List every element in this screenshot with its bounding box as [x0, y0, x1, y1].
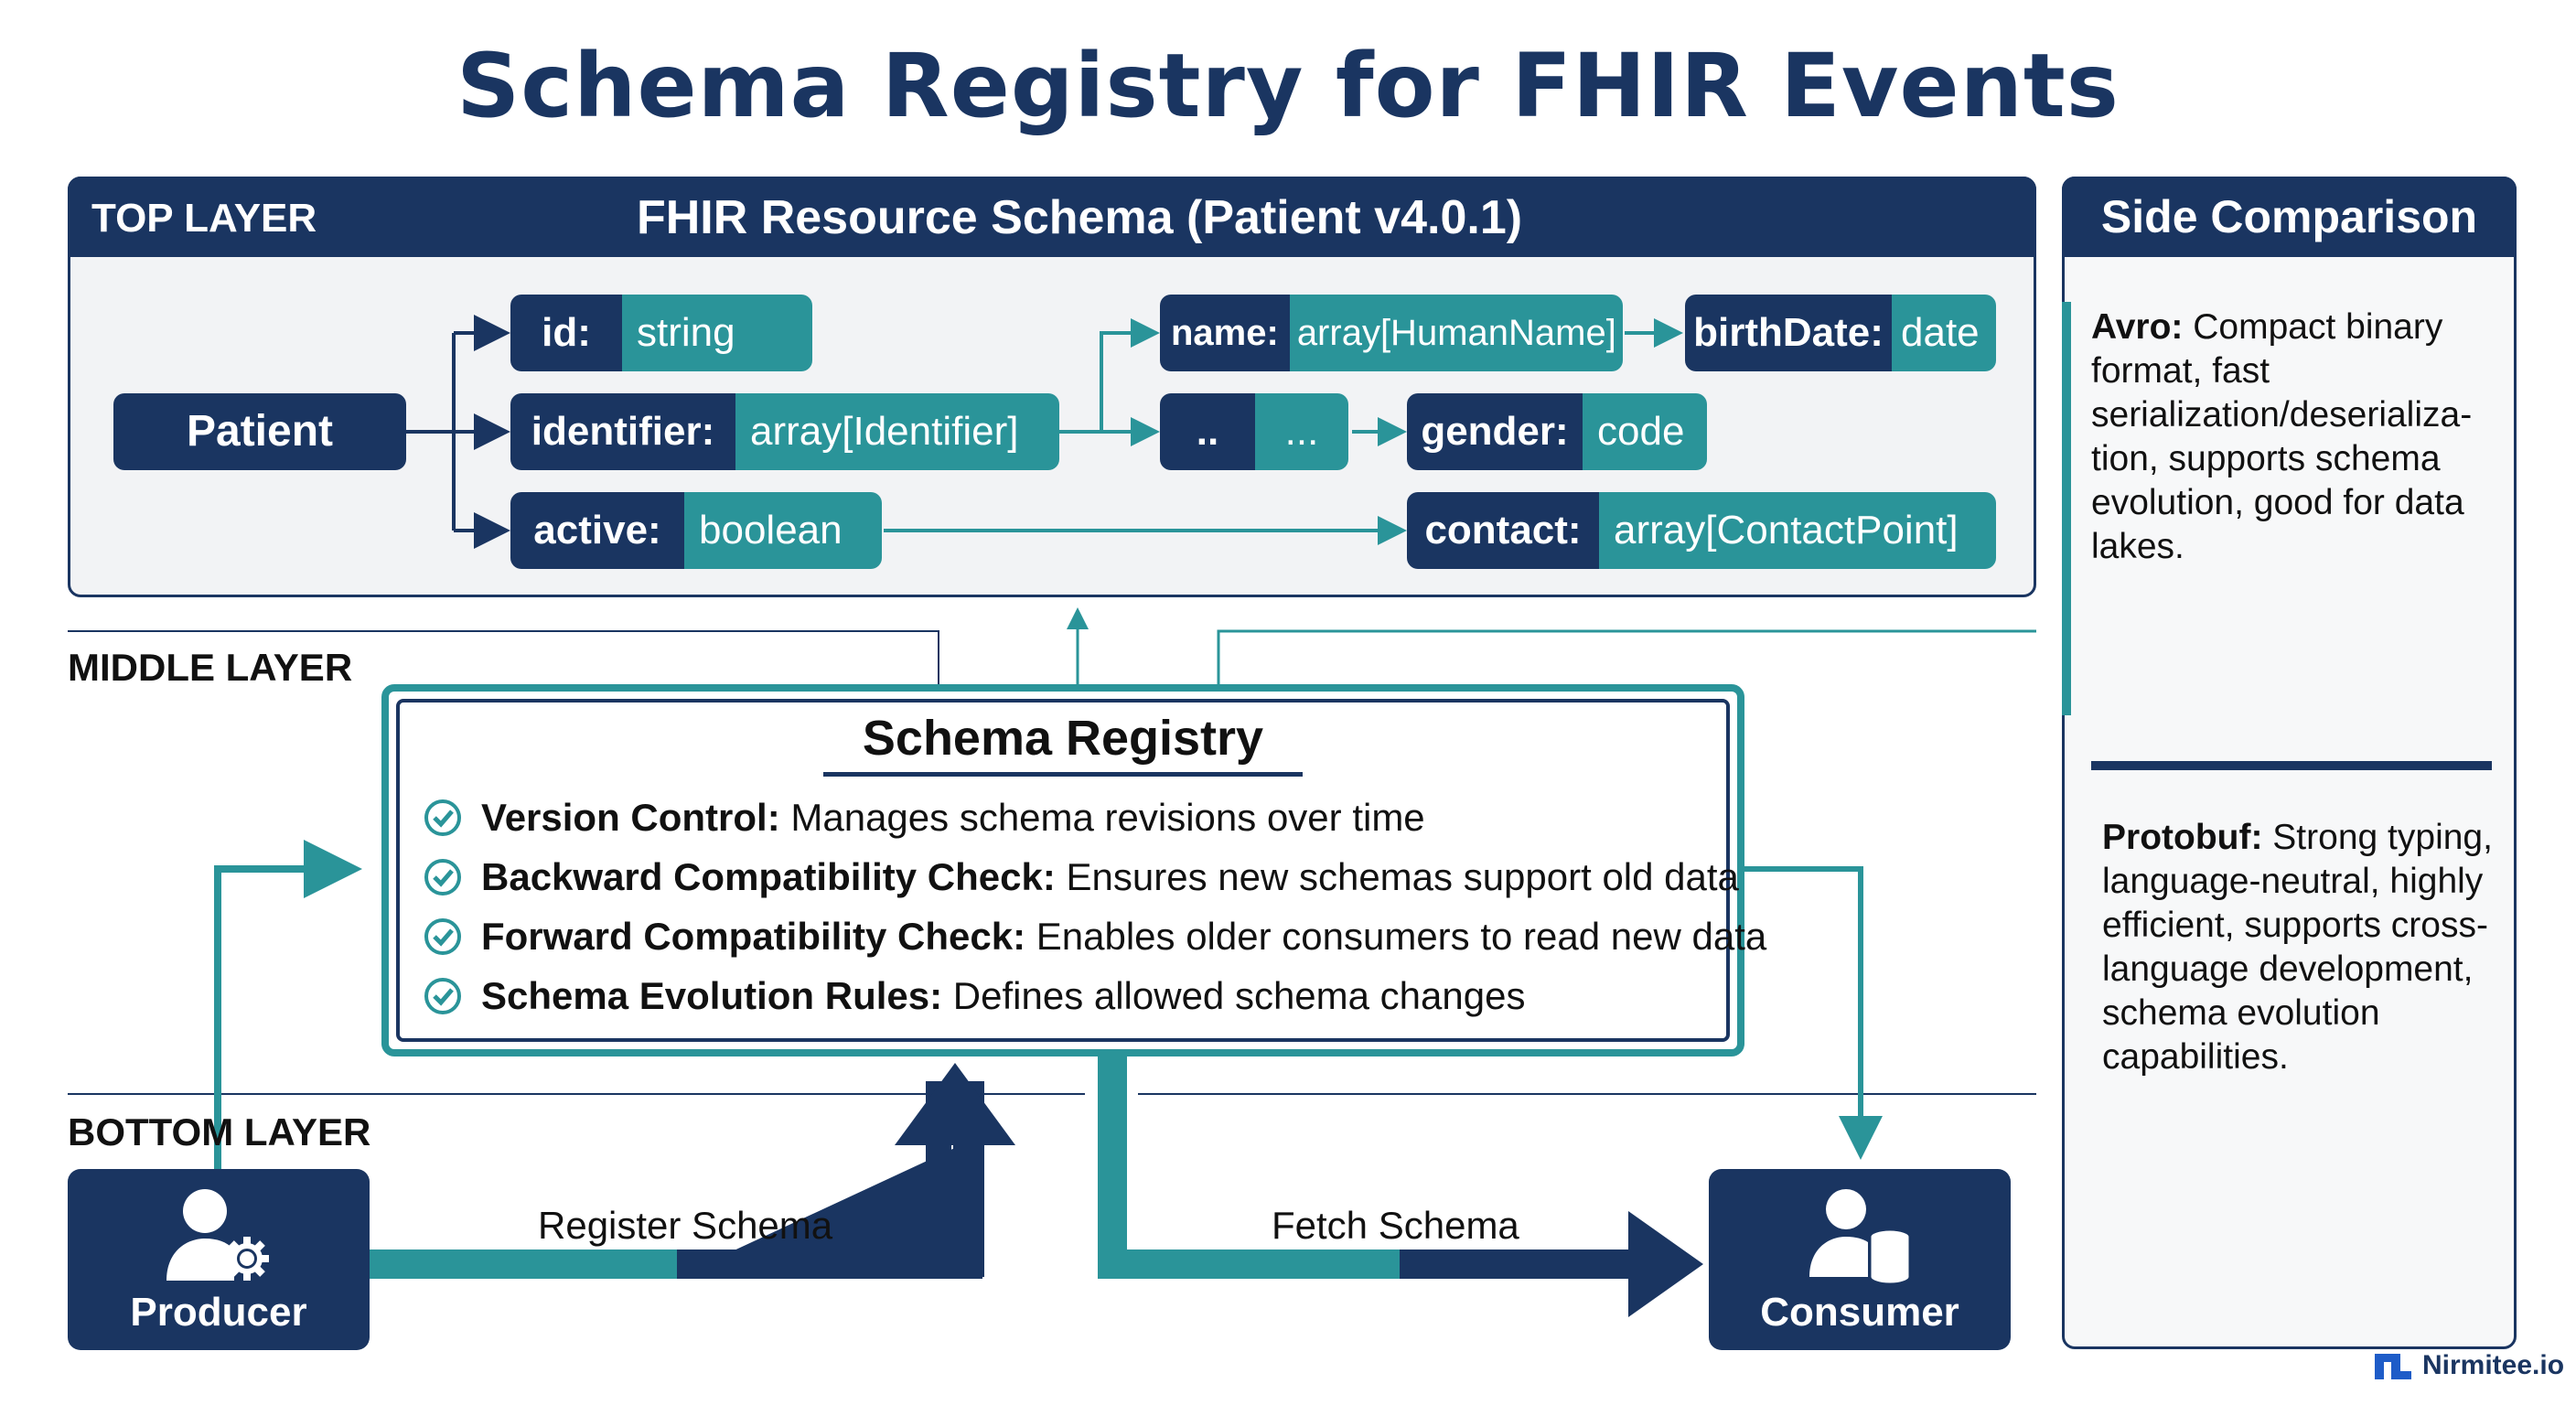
field-key: gender: [1407, 393, 1583, 470]
field-type: array[Identifier] [735, 393, 1059, 470]
registry-item-name: Schema Evolution Rules: [481, 974, 943, 1017]
producer-to-registry-arrow [214, 840, 362, 1169]
registry-to-consumer-arrow [1744, 866, 1883, 1160]
schema-registry-underline [823, 772, 1303, 777]
avro-description: Avro: Compact binary format, fast serial… [2091, 306, 2503, 569]
field-key: birthDate: [1685, 295, 1892, 371]
field-gender: gender: code [1407, 393, 1707, 470]
field-birthdate: birthDate: date [1685, 295, 1996, 371]
brand-mark-icon [2375, 1354, 2411, 1379]
registry-item-desc: Enables older consumers to read new data [1036, 915, 1767, 958]
registry-item-name: Backward Compatibility Check: [481, 855, 1056, 898]
field-type: date [1892, 295, 1996, 371]
register-arrow-body [677, 1134, 984, 1277]
protobuf-text: Strong typing, language-neutral, highly … [2102, 818, 2493, 1077]
avro-text: Compact binary format, fast serializatio… [2091, 307, 2473, 566]
top-layer-label: TOP LAYER [91, 196, 317, 241]
page-title: Schema Registry for FHIR Events [456, 35, 2120, 137]
side-comparison-title: Side Comparison [2062, 177, 2517, 257]
fetch-arrow-head [1628, 1211, 1703, 1317]
registry-item: Schema Evolution Rules: Defines allowed … [423, 974, 1525, 1018]
user-gear-icon [166, 1189, 269, 1281]
field-identifier: identifier: array[Identifier] [510, 393, 1059, 470]
field-type: code [1583, 393, 1707, 470]
field-key: active: [510, 492, 684, 569]
patient-node: Patient [113, 393, 406, 470]
register-schema-label: Register Schema [538, 1204, 833, 1247]
patient-tree-connector [406, 315, 510, 549]
registry-item-name: Forward Compatibility Check: [481, 915, 1026, 958]
registry-item: Version Control: Manages schema revision… [423, 796, 1425, 840]
avro-name: Avro: [2091, 307, 2184, 347]
check-circle-icon [424, 978, 461, 1014]
registry-item: Forward Compatibility Check: Enables old… [423, 915, 1766, 959]
layer-dividers [68, 630, 2036, 1095]
field-type: array[HumanName] [1289, 295, 1623, 371]
top-layer-title: FHIR Resource Schema (Patient v4.0.1) [636, 191, 1523, 244]
protobuf-name: Protobuf: [2102, 818, 2263, 857]
producer-node: Producer [68, 1169, 370, 1350]
side-divider [2091, 761, 2492, 770]
top-layer-header [68, 177, 2036, 257]
schema-registry-inner-border [396, 699, 1730, 1042]
registry-item: Backward Compatibility Check: Ensures ne… [423, 855, 1739, 899]
field-contact: contact: array[ContactPoint] [1407, 492, 1996, 569]
field-type: boolean [684, 492, 882, 569]
protobuf-description: Protobuf: Strong typing, language-neutra… [2102, 816, 2505, 1079]
field-key: .. [1160, 393, 1255, 470]
field-type: ... [1255, 393, 1348, 470]
field-ellipsis: .. ... [1160, 393, 1348, 470]
registry-item-desc: Defines allowed schema changes [952, 974, 1526, 1017]
schema-registry-box [381, 684, 1744, 1056]
user-database-icon [1809, 1189, 1912, 1286]
producer-label: Producer [130, 1290, 307, 1335]
top-layer-arrows [884, 318, 1683, 545]
avro-accent-bar [2062, 302, 2071, 715]
registry-item-name: Version Control: [481, 796, 780, 839]
field-id: id: string [510, 295, 812, 371]
field-active: active: boolean [510, 492, 882, 569]
field-name: name: array[HumanName] [1160, 295, 1623, 371]
brand-name: Nirmitee.io [2422, 1350, 2565, 1380]
bottom-layer-label: BOTTOM LAYER [68, 1110, 371, 1153]
middle-layer-label: MIDDLE LAYER [68, 646, 353, 689]
field-key: contact: [1407, 492, 1599, 569]
field-type: string [622, 295, 812, 371]
check-circle-icon [424, 799, 461, 836]
field-key: identifier: [510, 393, 735, 470]
check-circle-icon [424, 859, 461, 896]
registry-item-desc: Manages schema revisions over time [790, 796, 1425, 839]
field-key: name: [1160, 295, 1290, 371]
fetch-schema-label: Fetch Schema [1272, 1204, 1519, 1247]
registry-item-desc: Ensures new schemas support old data [1066, 855, 1739, 898]
check-circle-icon [424, 918, 461, 955]
consumer-node: Consumer [1709, 1169, 2011, 1350]
field-key: id: [510, 295, 622, 371]
consumer-label: Consumer [1760, 1290, 1959, 1335]
field-type: array[ContactPoint] [1599, 492, 1996, 569]
brand-logo: Nirmitee.io [2373, 1350, 2564, 1381]
schema-registry-title: Schema Registry [862, 711, 1264, 766]
